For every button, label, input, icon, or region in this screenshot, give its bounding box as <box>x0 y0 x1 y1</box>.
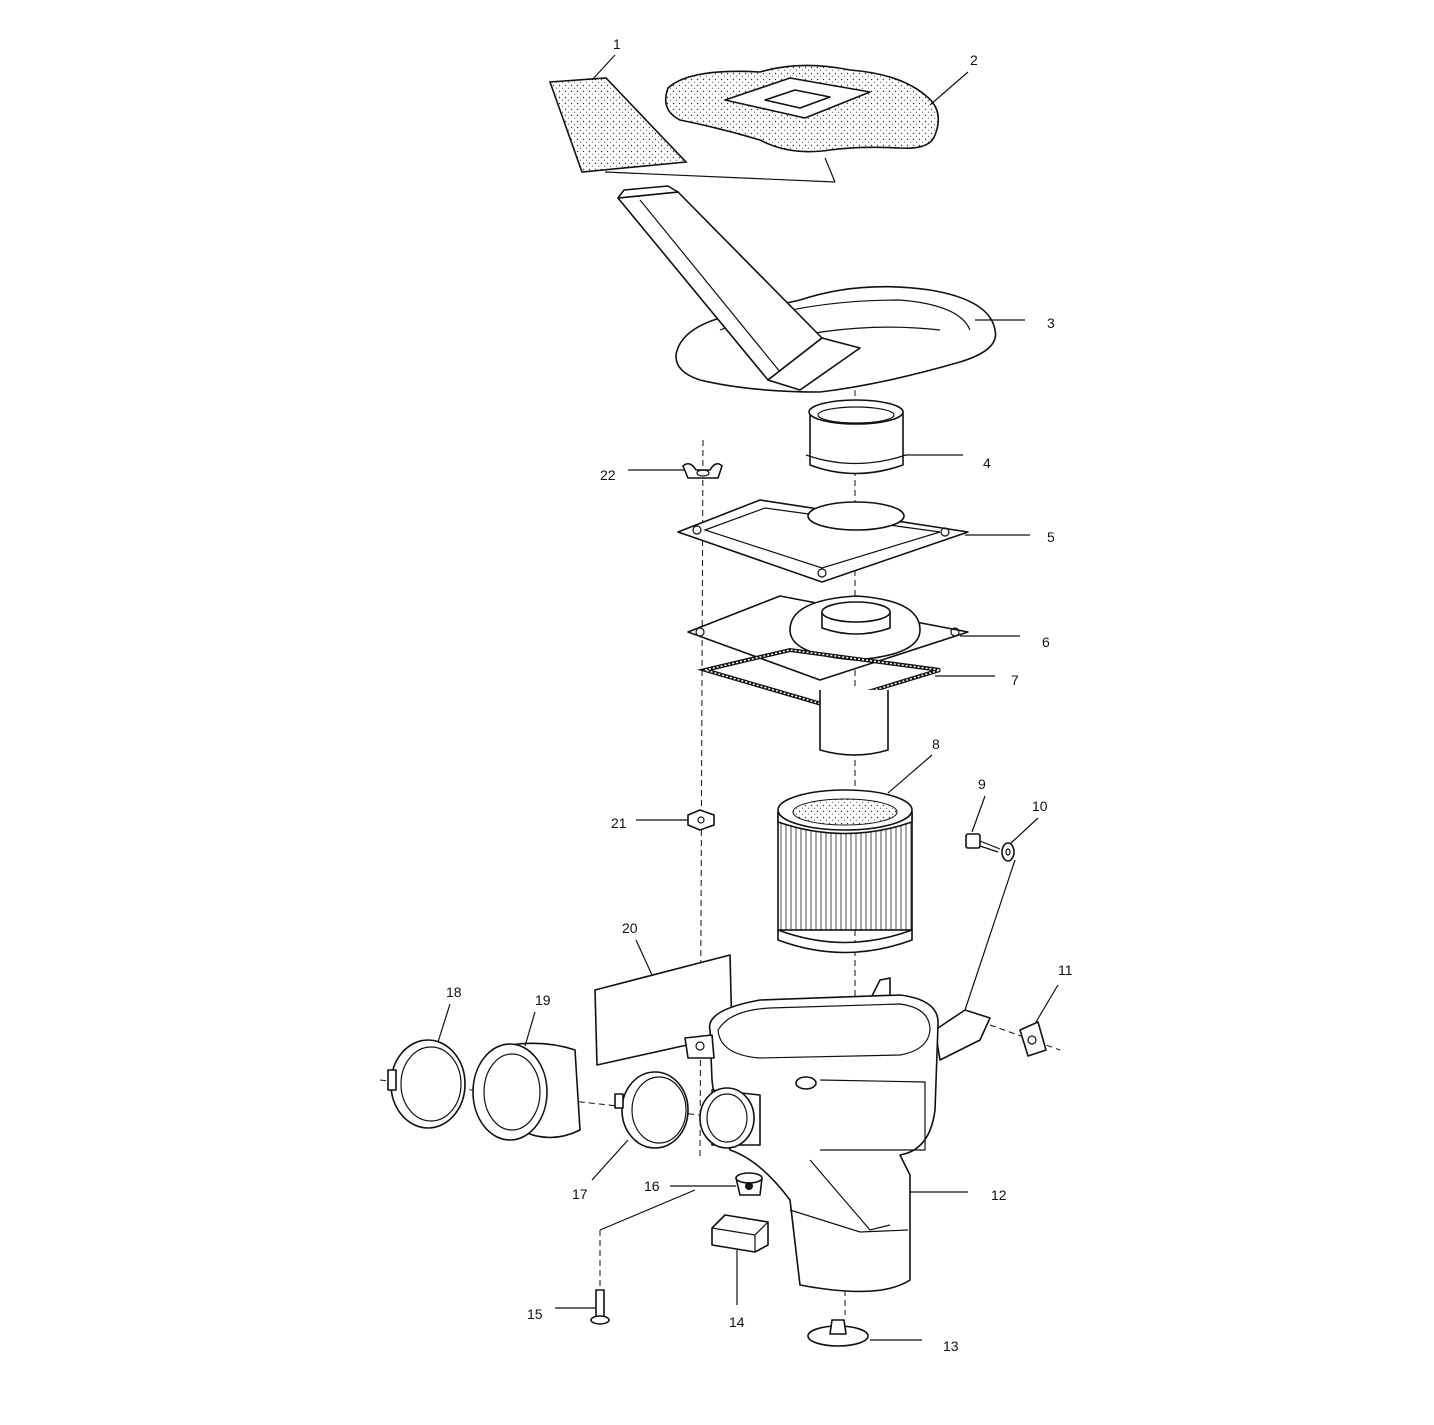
callout-8: 8 <box>932 736 940 752</box>
callout-3: 3 <box>1047 315 1055 331</box>
callout-9: 9 <box>978 776 986 792</box>
callout-1: 1 <box>613 36 621 52</box>
callout-20: 20 <box>622 920 638 936</box>
callout-19: 19 <box>535 992 551 1008</box>
part-8-air-filter <box>777 789 913 954</box>
callout-17: 17 <box>572 1186 588 1202</box>
callout-11: 11 <box>1058 962 1073 978</box>
callout-22: 22 <box>600 467 616 483</box>
part-1-prefilter <box>548 77 688 173</box>
part-14-foam-block <box>711 1214 769 1253</box>
callout-10: 10 <box>1032 798 1048 814</box>
callout-21: 21 <box>611 815 627 831</box>
leader-lines <box>437 54 1059 1341</box>
part-6-base-plate <box>687 595 969 681</box>
part-19-intake-boot <box>472 1042 581 1141</box>
callout-15: 15 <box>527 1306 543 1322</box>
callout-2: 2 <box>970 52 978 68</box>
callout-16: 16 <box>644 1178 660 1194</box>
part-2-foam-pad <box>664 64 940 153</box>
callout-6: 6 <box>1042 634 1050 650</box>
callout-labels: 1 2 3 4 5 6 7 8 9 10 11 12 13 14 15 16 1… <box>446 36 1073 1354</box>
callout-5: 5 <box>1047 529 1055 545</box>
part-7-gasket <box>697 647 941 708</box>
callout-4: 4 <box>983 455 991 471</box>
callout-13: 13 <box>943 1338 959 1354</box>
part-9-bolt <box>965 833 1001 853</box>
part-5-adapter-plate <box>677 499 969 583</box>
callout-14: 14 <box>729 1314 745 1330</box>
part-10-washer <box>1001 842 1015 862</box>
part-18-clamp <box>387 1039 466 1129</box>
part-13-drain-valve <box>807 1319 869 1347</box>
part-3-airbox-cover <box>617 185 997 393</box>
part-21-nut <box>687 809 715 831</box>
part-22-wing-nut <box>682 462 723 479</box>
part-11-clip-nut <box>1019 1021 1047 1057</box>
callout-7: 7 <box>1011 672 1019 688</box>
callout-12: 12 <box>991 1187 1007 1203</box>
outlet-tube <box>819 690 889 756</box>
part-12-airbox <box>684 977 991 1293</box>
part-15-screw <box>590 1289 610 1325</box>
part-16-plug <box>735 1172 763 1196</box>
part-4-boot <box>805 399 907 475</box>
callout-18: 18 <box>446 984 462 1000</box>
part-17-clamp <box>614 1071 689 1149</box>
